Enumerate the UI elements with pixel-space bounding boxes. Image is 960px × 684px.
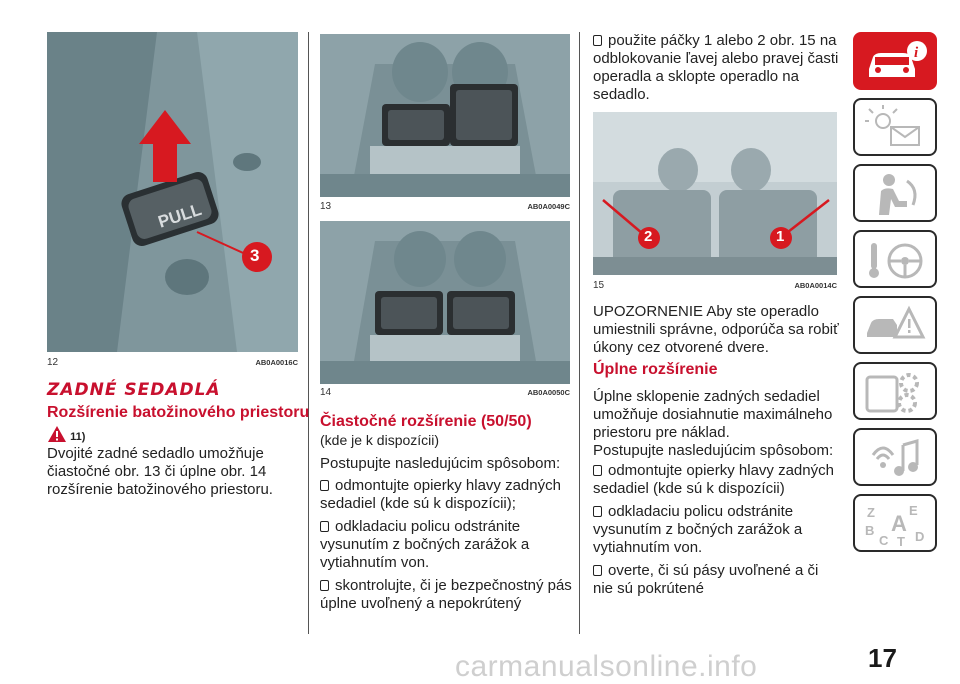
figure-12-caption: 12 AB0A0016C (47, 357, 298, 371)
figure-15-caption: 15 AB0A0014C (593, 280, 837, 294)
figure-number: 13 (320, 201, 332, 212)
tab-emergency[interactable] (853, 296, 937, 354)
availability-note: (kde je k dispozícii) (320, 432, 440, 448)
warning-ref-number: 11) (70, 431, 86, 443)
list-item: skontrolujte, či je bezpečnostný pás úpl… (320, 577, 572, 613)
tab-car-info[interactable]: i (853, 32, 937, 90)
tab-warning-lights[interactable] (853, 98, 937, 156)
figure-14-caption: 14 AB0A0050C (320, 387, 570, 401)
figure-number: 14 (320, 387, 332, 398)
svg-text:E: E (909, 503, 918, 518)
tab-maintenance[interactable] (853, 362, 937, 420)
step-text: odmontujte opierky hlavy zadných sedadie… (593, 462, 834, 497)
starting-driving-icon (869, 243, 923, 279)
safety-icon (879, 174, 917, 215)
emergency-icon (867, 305, 926, 339)
list-item: odkladaciu policu odstránite vysunutím z… (320, 518, 572, 572)
procedure-intro: Postupujte nasledujúcim spôsobom: (593, 442, 834, 459)
column-divider (579, 32, 580, 634)
subsection-title: Rozšírenie batožinového priestoru (47, 404, 310, 421)
figure-13-partial-fold (320, 34, 570, 197)
column-divider (308, 32, 309, 634)
figure-number: 12 (47, 357, 59, 368)
body-paragraph: Dvojité zadné sedadlo umožňuje čiastočné… (47, 445, 273, 498)
list-item: odmontujte opierky hlavy zadných sedadie… (320, 477, 572, 513)
figure-number: 15 (593, 280, 605, 291)
checkbox-bullet-icon (593, 465, 602, 476)
subsection-title: Čiastočné rozšírenie (50/50) (320, 413, 532, 430)
maintenance-icon (865, 373, 919, 413)
warning-triangle-icon (48, 426, 66, 442)
car-info-icon: i (869, 41, 927, 77)
procedure-intro: Postupujte nasledujúcim spôsobom: (320, 455, 561, 472)
step-continued: použite páčky 1 alebo 2 obr. 15 na odblo… (593, 32, 843, 104)
step-text: overte, či sú pásy uvoľnené a či nie sú … (593, 562, 819, 597)
checkbox-bullet-icon (320, 521, 329, 532)
step-text: odkladaciu policu odstránite vysunutím z… (320, 518, 530, 571)
checkbox-bullet-icon (320, 480, 329, 491)
checkbox-bullet-icon (593, 506, 602, 517)
figure-code: AB0A0049C (527, 202, 570, 211)
multimedia-icon (871, 439, 919, 476)
svg-text:i: i (914, 45, 919, 61)
section-title: ZADNÉ SEDADLÁ (47, 380, 221, 400)
subsection-title: Úplne rozšírenie (593, 361, 718, 378)
svg-text:A: A (891, 511, 907, 536)
svg-text:C: C (879, 533, 889, 547)
tab-starting-driving[interactable] (853, 230, 937, 288)
watermark: carmanualsonline.info (455, 650, 758, 683)
tab-index[interactable]: Z E A B C T D (853, 494, 937, 552)
svg-text:T: T (897, 534, 905, 547)
index-icon: Z E A B C T D (865, 503, 924, 547)
svg-text:D: D (915, 529, 924, 544)
body-paragraph: Úplne sklopenie zadných sedadiel umožňuj… (593, 388, 833, 441)
step-text: odmontujte opierky hlavy zadných sedadie… (320, 477, 561, 512)
warning-lights-icon (865, 105, 920, 146)
figure-12-pull-lever: PULL 3 (47, 32, 298, 352)
checkbox-bullet-icon (593, 565, 602, 576)
list-item: overte, či sú pásy uvoľnené a či nie sú … (593, 562, 841, 598)
checkbox-bullet-icon (320, 580, 329, 591)
figure-code: AB0A0014C (794, 281, 837, 290)
step-list: odmontujte opierky hlavy zadných sedadie… (593, 462, 841, 598)
checkbox-bullet-icon (593, 35, 602, 46)
list-item: odmontujte opierky hlavy zadných sedadie… (593, 462, 841, 498)
figure-14-full-fold (320, 221, 570, 384)
callout-3: 3 (250, 246, 260, 265)
step-text: použite páčky 1 alebo 2 obr. 15 na odblo… (593, 32, 839, 103)
svg-text:B: B (865, 523, 874, 538)
svg-text:Z: Z (867, 505, 875, 520)
callout-1: 1 (776, 228, 785, 245)
figure-code: AB0A0016C (255, 358, 298, 367)
callout-2: 2 (644, 228, 653, 245)
step-list: odmontujte opierky hlavy zadných sedadie… (320, 477, 572, 613)
tab-multimedia[interactable] (853, 428, 937, 486)
warning-paragraph: UPOZORNENIE Aby ste operadlo umiestnili … (593, 303, 839, 356)
list-item: odkladaciu policu odstránite vysunutím z… (593, 503, 841, 557)
figure-13-caption: 13 AB0A0049C (320, 201, 570, 215)
step-text: odkladaciu policu odstránite vysunutím z… (593, 503, 803, 556)
warning-reference: 11) (47, 425, 85, 443)
tab-safety[interactable] (853, 164, 937, 222)
figure-code: AB0A0050C (527, 388, 570, 397)
figure-15-seat-levers: 2 1 (593, 112, 837, 275)
step-text: skontrolujte, či je bezpečnostný pás úpl… (320, 577, 572, 612)
page-number: 17 (868, 643, 897, 673)
